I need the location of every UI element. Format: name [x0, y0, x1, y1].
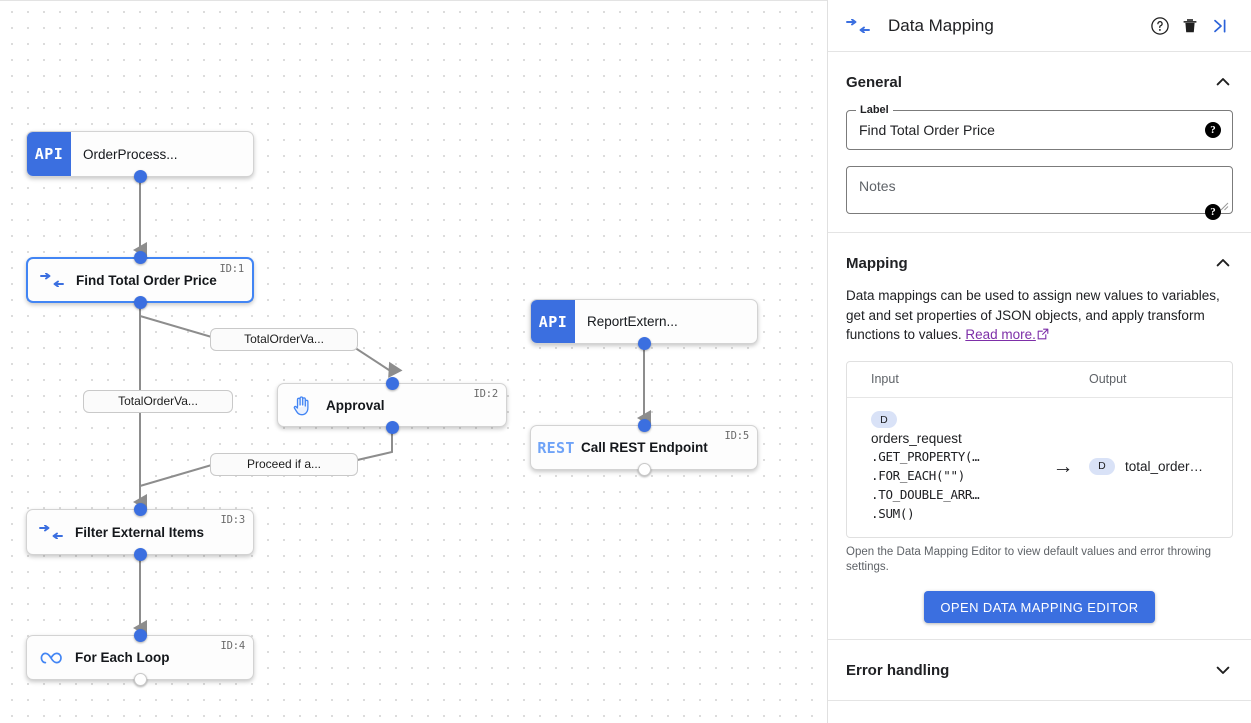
node-title: For Each Loop — [75, 650, 170, 665]
variable-type-badge: D — [871, 411, 897, 428]
panel-title: Data Mapping — [888, 15, 994, 35]
mapping-output-cell: D total_order… — [1089, 457, 1204, 475]
properties-panel: Data Mapping General Label Find Total O — [828, 0, 1251, 723]
api-badge-icon: API — [531, 300, 575, 343]
input-expression: .GET_PROPERTY(… .FOR_EACH("") .TO_DOUBLE… — [871, 449, 980, 521]
flow-node-call-rest-endpoint[interactable]: REST Call REST Endpoint ID:5 — [530, 425, 758, 470]
approval-hand-icon — [278, 395, 326, 416]
error-handling-section: Error handling — [828, 640, 1251, 701]
notes-field[interactable]: Notes ? — [846, 166, 1233, 220]
flow-node-find-total-order-price[interactable]: Find Total Order Price ID:1 — [26, 257, 254, 303]
panel-header: Data Mapping — [828, 0, 1251, 52]
input-variable-name: orders_request — [871, 431, 962, 446]
mapping-arrow-icon: → — [1052, 454, 1074, 478]
node-id-label: ID:2 — [473, 388, 499, 400]
node-port-output[interactable] — [638, 463, 651, 476]
chevron-up-icon[interactable] — [1213, 72, 1233, 92]
flow-node-orderprocess[interactable]: API OrderProcess... — [26, 131, 254, 177]
node-port-input[interactable] — [638, 419, 651, 432]
node-title: OrderProcess... — [83, 146, 178, 162]
node-port-output[interactable] — [134, 673, 147, 686]
resize-handle[interactable] — [1220, 202, 1229, 211]
mapping-section-header[interactable]: Mapping — [846, 253, 1233, 273]
node-id-label: ID:5 — [724, 430, 750, 442]
node-id-label: ID:4 — [220, 640, 246, 652]
mapping-helper-text: Open the Data Mapping Editor to view def… — [846, 546, 1212, 573]
mapping-section: Mapping Data mappings can be used to ass… — [828, 233, 1251, 640]
node-title: Call REST Endpoint — [581, 440, 708, 455]
mapping-button-row: OPEN DATA MAPPING EDITOR — [846, 591, 1233, 623]
api-badge-icon: API — [27, 132, 71, 176]
flow-edges — [133, 177, 651, 636]
edge-label[interactable]: TotalOrderVa... — [83, 390, 233, 413]
error-handling-section-header[interactable]: Error handling — [846, 660, 1233, 680]
chevron-down-icon[interactable] — [1213, 660, 1233, 680]
section-title: Mapping — [846, 254, 908, 272]
node-port-input[interactable] — [386, 377, 399, 390]
node-id-label: ID:1 — [219, 263, 245, 275]
flow-node-approval[interactable]: Approval ID:2 — [277, 383, 507, 427]
canvas-top-divider — [0, 0, 827, 1]
label-field-legend: Label — [856, 104, 893, 116]
mapping-table-row[interactable]: D orders_request .GET_PROPERTY(… .FOR_EA… — [847, 398, 1232, 538]
external-link-icon[interactable] — [1037, 326, 1049, 346]
node-id-label: ID:3 — [220, 514, 246, 526]
chevron-up-icon[interactable] — [1213, 253, 1233, 273]
flow-node-filter-external-items[interactable]: Filter External Items ID:3 — [26, 509, 254, 555]
node-port-input[interactable] — [134, 503, 147, 516]
data-mapping-icon — [28, 273, 76, 287]
rest-badge-icon: REST — [537, 438, 575, 457]
label-field-value: Find Total Order Price — [859, 122, 995, 138]
label-field[interactable]: Label Find Total Order Price ? — [846, 104, 1233, 150]
open-data-mapping-editor-button[interactable]: OPEN DATA MAPPING EDITOR — [924, 591, 1155, 623]
help-icon[interactable]: ? — [1205, 122, 1221, 138]
data-mapping-icon — [27, 525, 75, 539]
node-port-input[interactable] — [134, 251, 147, 264]
mapping-table-header: Input Output — [847, 362, 1232, 398]
node-port-output[interactable] — [638, 337, 651, 350]
node-port-input[interactable] — [134, 629, 147, 642]
column-header-input: Input — [871, 372, 899, 386]
mapping-input-cell: D orders_request .GET_PROPERTY(… .FOR_EA… — [847, 410, 1037, 524]
node-title: Filter External Items — [75, 524, 205, 540]
node-title: Find Total Order Price — [76, 272, 217, 288]
data-mapping-icon — [846, 18, 870, 33]
edge-label[interactable]: TotalOrderVa... — [210, 328, 358, 351]
trash-icon[interactable] — [1175, 11, 1205, 41]
help-icon[interactable]: ? — [1205, 204, 1221, 220]
help-circle-icon[interactable] — [1145, 11, 1175, 41]
mapping-description: Data mappings can be used to assign new … — [846, 286, 1233, 346]
node-port-output[interactable] — [386, 421, 399, 434]
output-variable-name: total_order… — [1125, 458, 1204, 474]
node-port-output[interactable] — [134, 170, 147, 183]
collapse-panel-icon[interactable] — [1205, 11, 1235, 41]
mapping-description-text: Data mappings can be used to assign new … — [846, 288, 1220, 342]
flow-node-reportextern[interactable]: API ReportExtern... — [530, 299, 758, 344]
infinity-loop-icon — [27, 651, 75, 665]
read-more-link[interactable]: Read more. — [965, 327, 1036, 342]
edge-label[interactable]: Proceed if a... — [210, 453, 358, 476]
variable-type-badge: D — [1089, 457, 1115, 475]
node-title: ReportExtern... — [587, 314, 678, 329]
node-port-output[interactable] — [134, 296, 147, 309]
notes-field-placeholder: Notes — [859, 178, 896, 194]
node-port-output[interactable] — [134, 548, 147, 561]
column-header-output: Output — [1089, 372, 1127, 386]
flow-node-for-each-loop[interactable]: For Each Loop ID:4 — [26, 635, 254, 680]
section-title: Error handling — [846, 661, 950, 679]
flow-canvas[interactable]: API OrderProcess... Find Total Order Pri… — [0, 0, 828, 723]
mapping-table: Input Output D orders_request .GET_PROPE… — [846, 360, 1233, 538]
section-title: General — [846, 73, 902, 91]
node-title: Approval — [326, 397, 385, 413]
general-section: General Label Find Total Order Price ? N… — [828, 52, 1251, 233]
general-section-header[interactable]: General — [846, 72, 1233, 92]
